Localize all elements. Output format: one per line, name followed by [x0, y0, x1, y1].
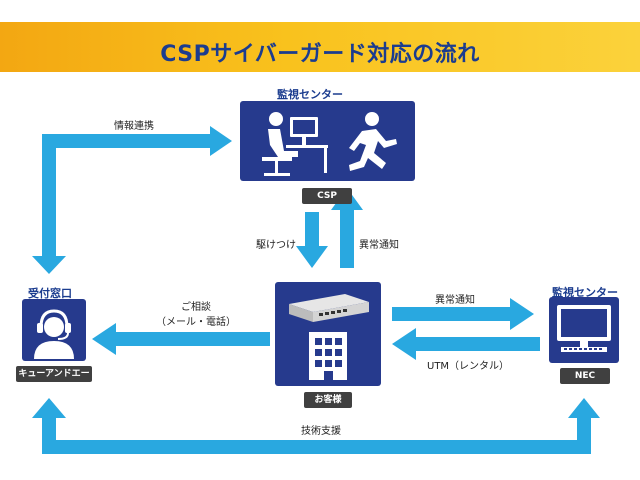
arrow-anomaly-right [392, 298, 534, 330]
label-consult-line1: ご相談 [181, 302, 211, 313]
reception-tag: キューアンドエー [16, 366, 92, 382]
reception-box [22, 299, 86, 361]
label-consult: ご相談 （メール・電話） [146, 298, 246, 328]
arrow-rush-down [296, 212, 328, 268]
monitor-center-top-tag: CSP [302, 188, 352, 204]
label-rush: 駆けつけ [256, 240, 296, 251]
monitor-center-right-tag: NEC [560, 368, 610, 384]
customer-tag: お客様 [304, 392, 352, 408]
title-band [0, 22, 640, 72]
label-anomaly-right: 異常通知 [435, 295, 475, 306]
label-consult-line2: （メール・電話） [156, 317, 236, 328]
label-info-link: 情報連携 [114, 121, 154, 132]
arrow-utm [392, 328, 540, 360]
arrow-anomaly-up [331, 188, 363, 268]
customer-icon [289, 294, 369, 380]
arrow-consult [92, 323, 270, 355]
arrow-tech-support [32, 398, 600, 454]
monitor-icon [557, 305, 611, 352]
headset-operator-icon [34, 309, 74, 359]
utm-device-icon [289, 294, 369, 322]
label-tech-support: 技術支援 [301, 426, 341, 437]
monitor-center-right-box [549, 297, 619, 363]
operator-icon [262, 112, 397, 176]
arrow-info-link [32, 126, 232, 274]
running-person-icon [349, 112, 397, 171]
label-utm: UTM（レンタル） [427, 361, 510, 372]
customer-box [275, 282, 381, 386]
label-anomaly-up: 異常通知 [359, 240, 399, 251]
monitor-center-top-box [240, 101, 415, 181]
monitor-center-top-heading: 監視センター [277, 88, 343, 101]
reception-heading: 受付窓口 [28, 287, 72, 300]
monitor-center-right-heading: 監視センター [552, 286, 618, 299]
page-title: CSPサイバーガード対応の流れ [160, 42, 480, 67]
